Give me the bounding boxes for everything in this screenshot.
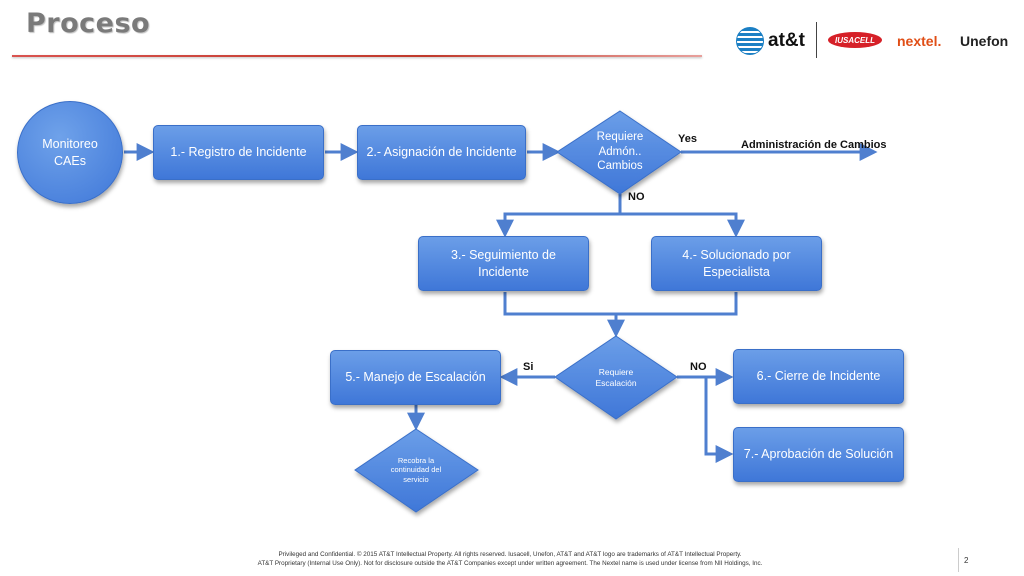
edge-label-no-escalacion: NO — [690, 361, 707, 373]
decision-requiere-escalacion-label: Requiere Escalación — [595, 367, 637, 388]
logo-divider — [816, 22, 817, 58]
unefon-logo: Unefon — [960, 33, 1009, 49]
node-cierre-incidente: 6.- Cierre de Incidente — [733, 349, 904, 404]
node-seguimiento-incidente: 3.- Seguimiento de Incidente — [418, 236, 589, 291]
brand-logos: at&t IUSACELL nextel. Unefon — [736, 22, 1024, 62]
decision-requiere-escalacion-shape — [554, 335, 678, 420]
footer-legal: Privileged and Confidential. © 2015 AT&T… — [200, 550, 820, 568]
page-number-divider — [958, 548, 959, 572]
connector-merge — [503, 292, 738, 316]
node-manejo-escalacion: 5.- Manejo de Escalación — [330, 350, 501, 405]
node-solucionado-especialista-label: 4.- Solucionado por Especialista — [682, 248, 791, 279]
connector-no-split — [496, 194, 622, 238]
edge-label-yes: Yes — [678, 133, 697, 145]
footer-line-2: AT&T Proprietary (Internal Use Only). No… — [257, 560, 763, 568]
page-number: 2 — [964, 556, 969, 565]
page-title: Proceso — [26, 8, 151, 39]
connector-no-solucionado — [620, 212, 745, 238]
node-solucionado-especialista: 4.- Solucionado por Especialista — [651, 236, 822, 291]
edge-label-no-admon: NO — [628, 191, 645, 203]
footer-line-1: Privileged and Confidential. © 2015 AT&T… — [278, 551, 742, 558]
decision-recobra-label: Recobra la continuidad del servicio — [390, 455, 442, 484]
node-monitoreo-caes: Monitoreo CAEs — [17, 101, 123, 204]
att-globe-icon — [736, 27, 764, 55]
nextel-logo: nextel. — [897, 33, 942, 49]
decision-requiere-admon-shape — [556, 110, 682, 195]
edge-label-admin-cambios: Administración de Cambios — [741, 139, 887, 151]
att-logo: at&t — [736, 24, 811, 58]
node-aprobacion-solucion: 7.- Aprobación de Solución — [733, 427, 904, 482]
iusacell-logo: IUSACELL — [828, 32, 882, 48]
node-registro-incidente: 1.- Registro de Incidente — [153, 125, 324, 180]
connector-no-aprobacion — [704, 377, 734, 463]
decision-requiere-admon-label: Requiere Admón.. Cambios — [596, 131, 644, 173]
title-underline — [12, 55, 702, 57]
decision-recobra-shape — [354, 428, 479, 513]
att-logo-text: at&t — [768, 30, 805, 51]
node-monitoreo-caes-label: Monitoreo CAEs — [42, 137, 98, 168]
node-asignacion-incidente: 2.- Asignación de Incidente — [357, 125, 526, 180]
edge-label-si: Si — [523, 361, 534, 373]
